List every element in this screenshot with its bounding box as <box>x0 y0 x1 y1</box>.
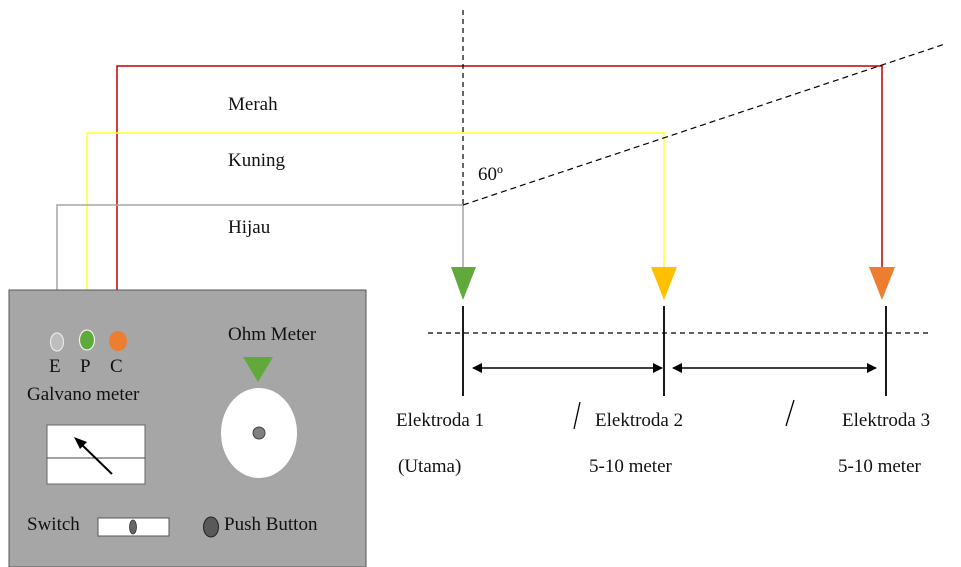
angled-dashed-line <box>462 43 946 206</box>
electrode-1-marker-icon <box>451 267 476 300</box>
electrode-3-name: Elektroda 3 <box>842 410 930 431</box>
electrode-1-note: (Utama) <box>398 456 461 477</box>
ohm-meter-pointer-icon <box>243 357 273 382</box>
label-kuning: Kuning <box>228 150 286 171</box>
electrode-2-note: 5-10 meter <box>589 456 673 477</box>
electrode-1-name: Elektroda 1 <box>396 410 484 431</box>
electrode-2-marker-icon <box>651 267 677 300</box>
separator-slash-2 <box>785 399 795 427</box>
electrode-2-name: Elektroda 2 <box>595 410 683 431</box>
galvano-needle-icon <box>79 442 113 475</box>
electrode-3-marker-icon <box>869 267 895 300</box>
switch-knob-icon[interactable] <box>129 519 137 535</box>
switch-label: Switch <box>27 514 80 535</box>
terminal-p-icon <box>78 329 96 351</box>
push-button[interactable] <box>203 516 219 538</box>
terminal-e-label: E <box>49 356 61 377</box>
terminal-c-icon <box>109 331 127 351</box>
galvano-meter-label: Galvano meter <box>27 384 140 405</box>
terminal-c-label: C <box>110 356 123 377</box>
electrode-3-note: 5-10 meter <box>838 456 922 477</box>
terminal-p-label: P <box>80 356 91 377</box>
yellow-wire <box>86 132 665 312</box>
angle-label: 60º <box>478 164 503 185</box>
push-button-label: Push Button <box>224 514 318 535</box>
terminal-e-icon <box>49 332 65 352</box>
separator-slash-1 <box>573 401 581 430</box>
ohm-meter-label: Ohm Meter <box>228 324 317 345</box>
red-wire <box>116 65 883 312</box>
green-wire <box>56 204 464 290</box>
ohm-meter-knob-icon <box>252 426 266 440</box>
label-merah: Merah <box>228 94 278 115</box>
galvano-meter-display <box>46 424 146 485</box>
label-hijau: Hijau <box>228 217 271 238</box>
galvano-needle-tip-icon <box>74 437 87 449</box>
